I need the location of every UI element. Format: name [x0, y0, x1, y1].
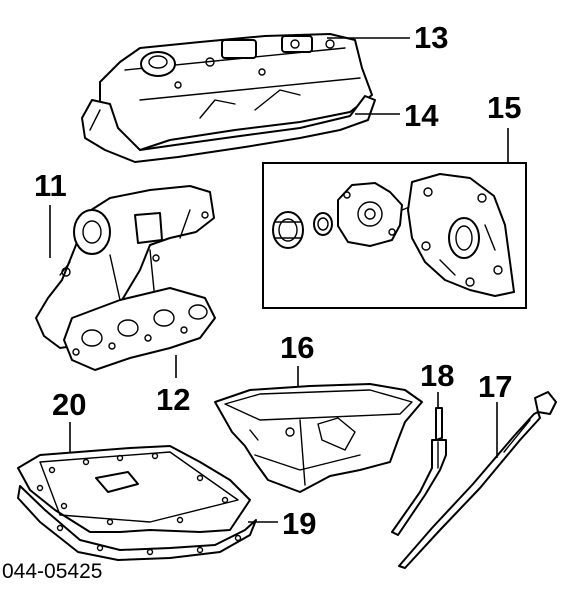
- seal-ring-large: [272, 211, 304, 249]
- callout-13: 13: [414, 20, 448, 55]
- callout-14: 14: [404, 98, 439, 133]
- callout-17: 17: [478, 369, 512, 404]
- callout-16: 16: [280, 330, 314, 365]
- timing-chain-cover-assembly: [272, 173, 515, 297]
- diagram-reference-code: 044-05425: [2, 560, 102, 583]
- oil-pan-baffle-plate: [17, 445, 251, 533]
- intake-manifold-gasket: [63, 287, 216, 371]
- leader-lines: [49, 37, 509, 523]
- callout-19: 19: [282, 506, 316, 541]
- oil-level-gauge: [398, 391, 557, 569]
- callout-12: 12: [156, 382, 190, 417]
- oil-pan-gasket: [17, 485, 257, 561]
- cylinder-head-cover: [99, 33, 373, 151]
- callout-15: 15: [487, 90, 521, 125]
- oil-pump-body: [337, 182, 413, 247]
- head-cover-gasket: [81, 95, 376, 163]
- callout-11: 11: [34, 168, 67, 203]
- oil-pan: [214, 383, 423, 493]
- callout-18: 18: [420, 358, 454, 393]
- timing-cover: [407, 173, 515, 297]
- oil-level-gauge-guide: [391, 407, 447, 536]
- callout-20: 20: [52, 387, 86, 422]
- seal-ring-small: [313, 212, 333, 236]
- detail-box-15: [262, 162, 527, 309]
